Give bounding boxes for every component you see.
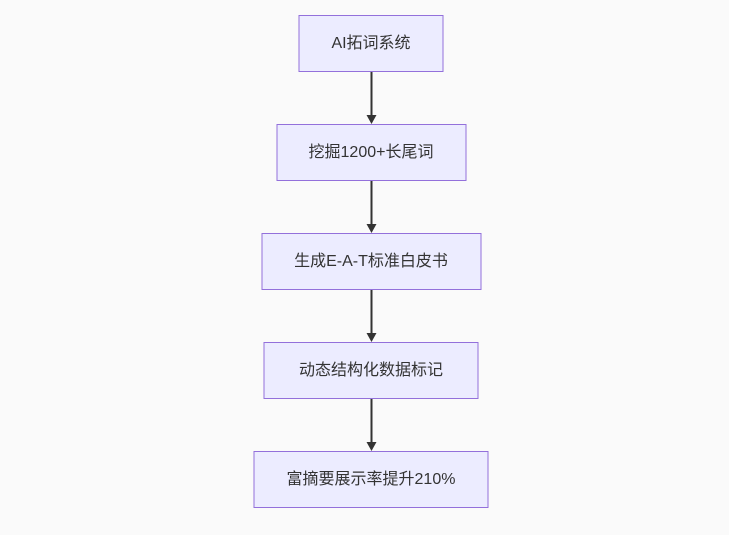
flowchart: AI拓词系统 挖掘1200+长尾词 生成E-A-T标准白皮书 动态结构化数据标记…	[253, 15, 489, 508]
arrow-line	[370, 181, 372, 224]
flow-node-longtail-mining: 挖掘1200+长尾词	[276, 124, 466, 181]
flow-node-rich-snippet-result: 富摘要展示率提升210%	[253, 451, 489, 508]
flow-node-label: 动态结构化数据标记	[298, 361, 443, 379]
flow-node-structured-data: 动态结构化数据标记	[263, 342, 479, 399]
arrow-head-icon	[366, 115, 376, 124]
flow-node-eat-whitepaper: 生成E-A-T标准白皮书	[261, 233, 481, 290]
arrow-head-icon	[366, 442, 376, 451]
arrow-head-icon	[366, 333, 376, 342]
flow-node-label: 富摘要展示率提升210%	[286, 470, 456, 488]
flow-arrow-4	[366, 399, 376, 451]
flow-node-label: 挖掘1200+长尾词	[308, 143, 434, 161]
flow-arrow-2	[366, 181, 376, 233]
arrow-head-icon	[366, 224, 376, 233]
flow-node-label: AI拓词系统	[331, 34, 411, 52]
flow-node-ai-keyword-system: AI拓词系统	[298, 15, 444, 72]
arrow-line	[370, 290, 372, 333]
flow-arrow-3	[366, 290, 376, 342]
flow-node-label: 生成E-A-T标准白皮书	[294, 252, 448, 270]
arrow-line	[370, 399, 372, 442]
flow-arrow-1	[366, 72, 376, 124]
arrow-line	[370, 72, 372, 115]
